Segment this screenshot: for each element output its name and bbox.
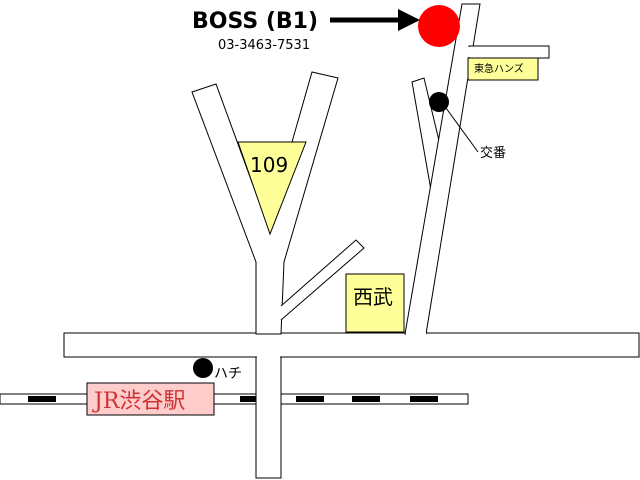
building-109: [237, 141, 307, 236]
koban-marker: [429, 92, 449, 112]
building-109-label: 109: [250, 153, 288, 177]
page-title: BOSS (B1): [192, 9, 318, 34]
road-main-horizontal: [63, 332, 640, 358]
road-diagonal: [280, 239, 365, 321]
station-box: [86, 382, 215, 416]
hachi-marker: [193, 358, 213, 378]
koban-label: 交番: [480, 145, 506, 161]
road-south: [255, 340, 282, 479]
seibu-label: 西武: [353, 285, 393, 309]
road-north-east: [404, 3, 550, 335]
station-label: JR渋谷駅: [92, 389, 185, 414]
railway-line: [0, 393, 469, 405]
koban-leader-line: [445, 107, 479, 153]
arrow-icon: [330, 9, 420, 31]
tokyu-hands-label: 東急ハンズ: [474, 62, 524, 75]
building-tokyu-hands: [467, 57, 539, 81]
phone-number: 03-3463-7531: [218, 38, 310, 53]
destination-marker: [418, 5, 460, 47]
building-seibu: [345, 273, 405, 333]
hachi-label: ハチ: [214, 366, 242, 382]
